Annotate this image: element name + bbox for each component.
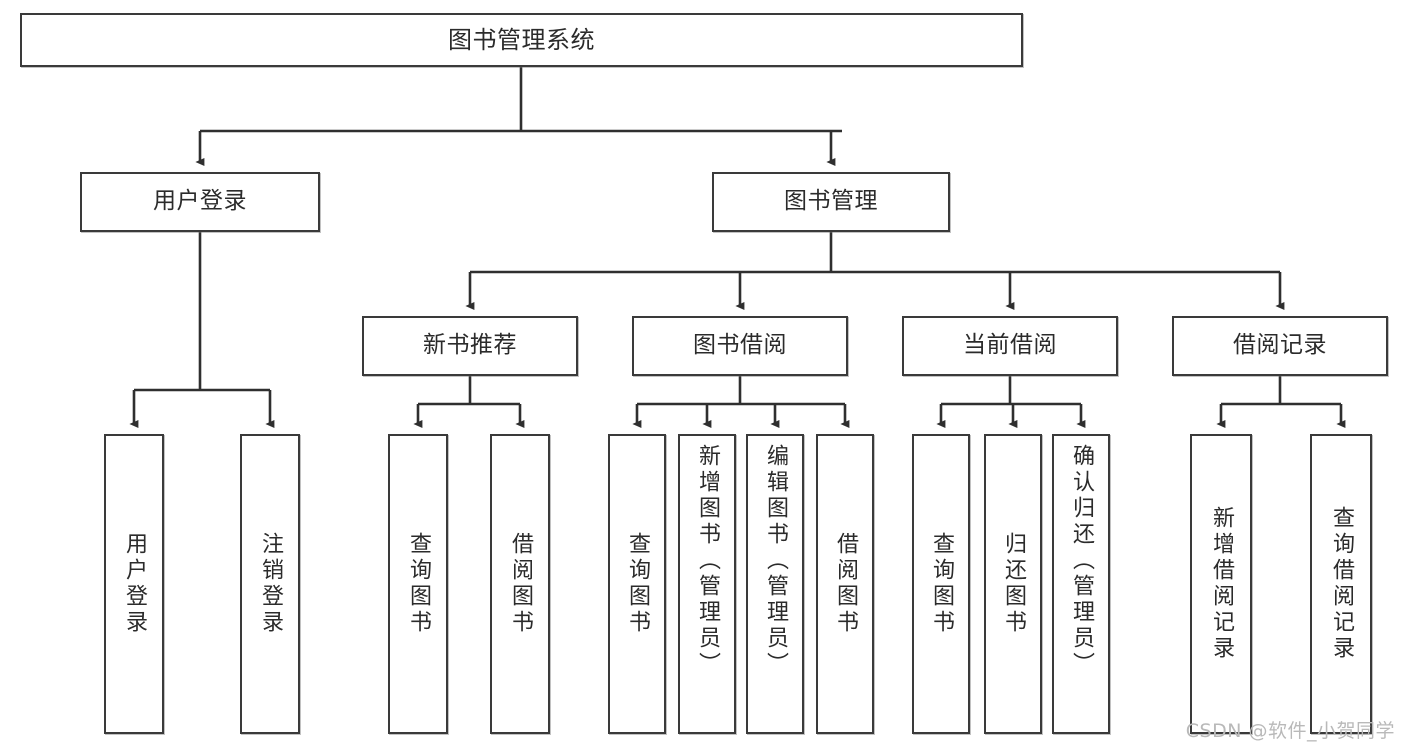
watermark-text: CSDN @软件_小贺同学 [1185,720,1395,742]
node-label: 编辑图书（管理员） [763,444,788,678]
leaf-logout[interactable]: 注销登录 [240,434,300,734]
node-label: 借阅记录 [1233,332,1327,359]
node-book-management[interactable]: 图书管理 [712,172,950,232]
node-label: 借阅图书 [833,532,858,636]
leaf-query-book-recommendation[interactable]: 查询图书 [388,434,448,734]
node-label: 查询图书 [929,532,954,636]
node-borrow-record[interactable]: 借阅记录 [1172,316,1388,376]
leaf-return-book[interactable]: 归还图书 [984,434,1042,734]
node-label: 查询借阅记录 [1329,506,1354,662]
node-label: 查询图书 [406,532,431,636]
leaf-borrow-book[interactable]: 借阅图书 [816,434,874,734]
node-label: 新书推荐 [423,332,517,359]
leaf-query-borrow-record[interactable]: 查询借阅记录 [1310,434,1372,734]
leaf-add-borrow-record[interactable]: 新增借阅记录 [1190,434,1252,734]
leaf-borrow-book-recommendation[interactable]: 借阅图书 [490,434,550,734]
node-label: 用户登录 [122,532,147,636]
node-label: 归还图书 [1001,532,1026,636]
leaf-query-book-current[interactable]: 查询图书 [912,434,970,734]
node-label: 图书借阅 [693,332,787,359]
leaf-edit-book-admin[interactable]: 编辑图书（管理员） [746,434,804,734]
node-label: 图书管理系统 [448,25,595,54]
leaf-confirm-return-admin[interactable]: 确认归还（管理员） [1052,434,1110,734]
node-book-borrow[interactable]: 图书借阅 [632,316,848,376]
node-new-book-recommendation[interactable]: 新书推荐 [362,316,578,376]
node-label: 借阅图书 [508,532,533,636]
node-label: 当前借阅 [963,332,1057,359]
node-label: 查询图书 [625,532,650,636]
leaf-query-book-borrow[interactable]: 查询图书 [608,434,666,734]
node-label: 新增借阅记录 [1209,506,1234,662]
node-label: 图书管理 [784,188,878,215]
leaf-add-book-admin[interactable]: 新增图书（管理员） [678,434,736,734]
leaf-user-login[interactable]: 用户登录 [104,434,164,734]
node-label: 用户登录 [153,188,247,215]
node-user-login[interactable]: 用户登录 [80,172,320,232]
node-label: 新增图书（管理员） [695,444,720,678]
node-label: 注销登录 [258,532,283,636]
node-book-management-system[interactable]: 图书管理系统 [20,13,1023,67]
node-label: 确认归还（管理员） [1069,444,1094,678]
node-current-borrow[interactable]: 当前借阅 [902,316,1118,376]
